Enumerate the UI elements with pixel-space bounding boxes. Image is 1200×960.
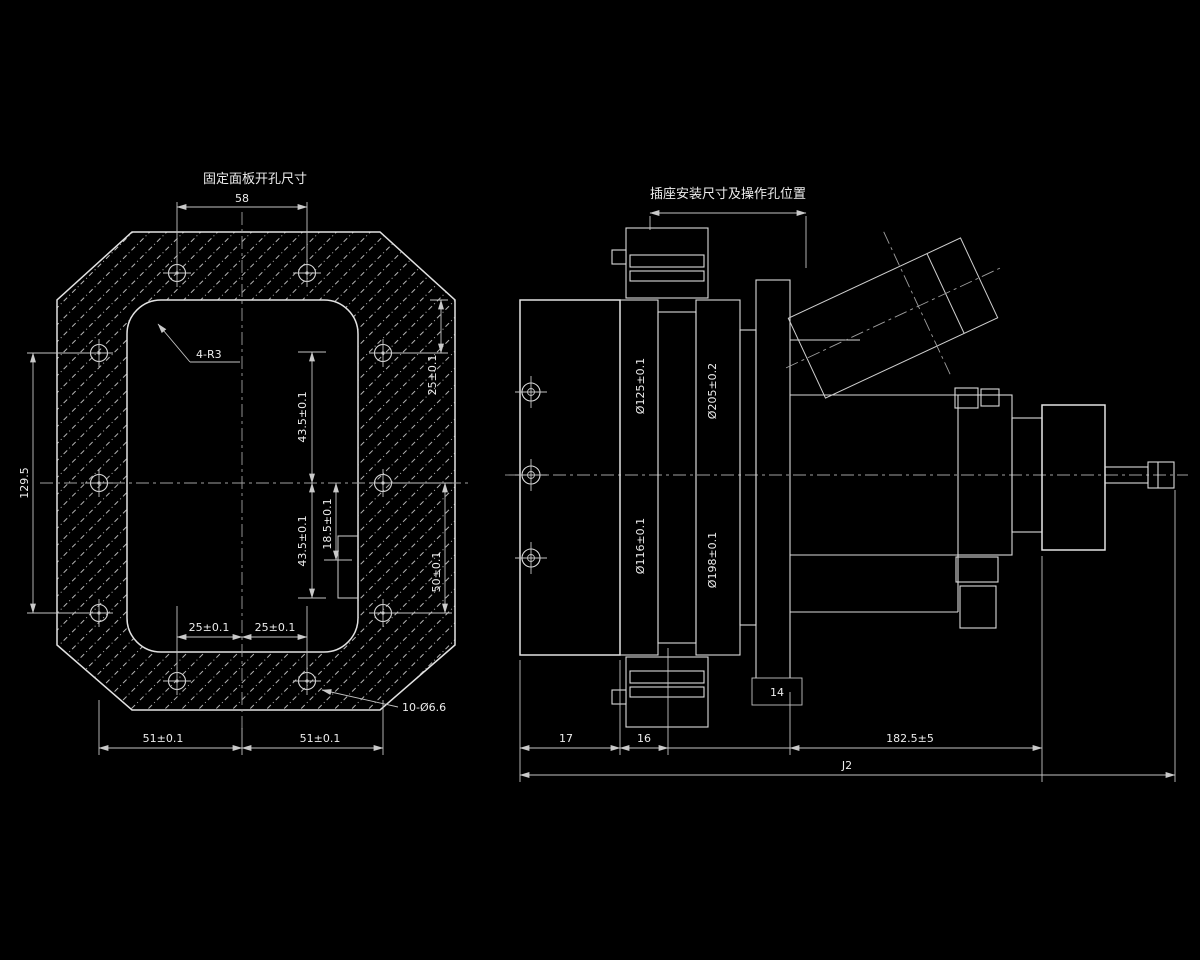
- dim-label: 25±0.1: [426, 355, 439, 396]
- dim-label: 17: [559, 732, 573, 745]
- dim-right-upper: 25±0.1: [394, 299, 448, 396]
- cutout-step: [337, 535, 358, 599]
- left-view: 固定面板开孔尺寸 58: [18, 172, 468, 755]
- dim-slot-spacing: 25±0.1 25±0.1: [176, 606, 308, 670]
- top-note: 插座安装尺寸及操作孔位置: [649, 186, 807, 268]
- dim-label: 129.5: [18, 467, 31, 499]
- dim-label: Ø116±0.1: [634, 518, 647, 574]
- dim-label: 16: [637, 732, 651, 745]
- dim-bottom-chain: 17 16 182.5±5 J2: [519, 490, 1176, 782]
- dim-top-width: 58: [176, 192, 308, 262]
- mounting-plate: [519, 299, 621, 656]
- dim-label: 25±0.1: [255, 621, 296, 634]
- rear-housing: [790, 339, 1175, 613]
- dim-label: Ø205±0.2: [706, 363, 719, 419]
- left-view-title: 固定面板开孔尺寸: [203, 172, 307, 187]
- dim-label: 50±0.1: [430, 552, 443, 593]
- bottom-bracket: [611, 656, 709, 728]
- detail-blocks: [954, 387, 1000, 629]
- callout-holes: 10-Ø6.6: [321, 689, 446, 714]
- tilted-connector: [785, 231, 1004, 399]
- dim-label: 51±0.1: [143, 732, 184, 745]
- dim-label: 25±0.1: [189, 621, 230, 634]
- right-view-title: 插座安装尺寸及操作孔位置: [650, 186, 806, 202]
- dim-label: 4-R3: [196, 348, 222, 361]
- dim-inner-chain: 43.5±0.1 43.5±0.1 18.5±0.1: [296, 351, 352, 599]
- dim-boxed: 14: [751, 677, 803, 706]
- dim-label: 182.5±5: [886, 732, 934, 745]
- bore-labels: Ø125±0.1 Ø116±0.1 Ø205±0.2 Ø198±0.1: [630, 328, 724, 624]
- dim-label: 51±0.1: [300, 732, 341, 745]
- panel-hatch-region: [57, 232, 455, 710]
- panel-cutout: [126, 299, 359, 653]
- dim-label: Ø198±0.1: [706, 532, 719, 588]
- dim-label: 14: [770, 686, 784, 699]
- callout-corner-radius: 4-R3: [157, 323, 240, 363]
- dim-height: 129.5: [18, 352, 88, 614]
- dim-label: J2: [841, 759, 852, 772]
- dim-label: 43.5±0.1: [296, 515, 309, 566]
- dim-label: 58: [235, 192, 249, 205]
- dim-right-lower: 50±0.1: [394, 482, 452, 614]
- dim-label: 43.5±0.1: [296, 391, 309, 442]
- flange-stack: [619, 279, 791, 689]
- flange-outline: [56, 231, 456, 711]
- bolt-holes: [84, 258, 398, 696]
- top-bracket: [611, 227, 709, 299]
- dim-label: Ø125±0.1: [634, 358, 647, 414]
- dim-label: 10-Ø6.6: [402, 701, 446, 714]
- dim-label: 18.5±0.1: [321, 498, 334, 549]
- dim-bottom-spacing: 51±0.1 51±0.1: [98, 700, 384, 755]
- right-view: Ø125±0.1 Ø116±0.1 Ø205±0.2 Ø198±0.1: [505, 186, 1188, 782]
